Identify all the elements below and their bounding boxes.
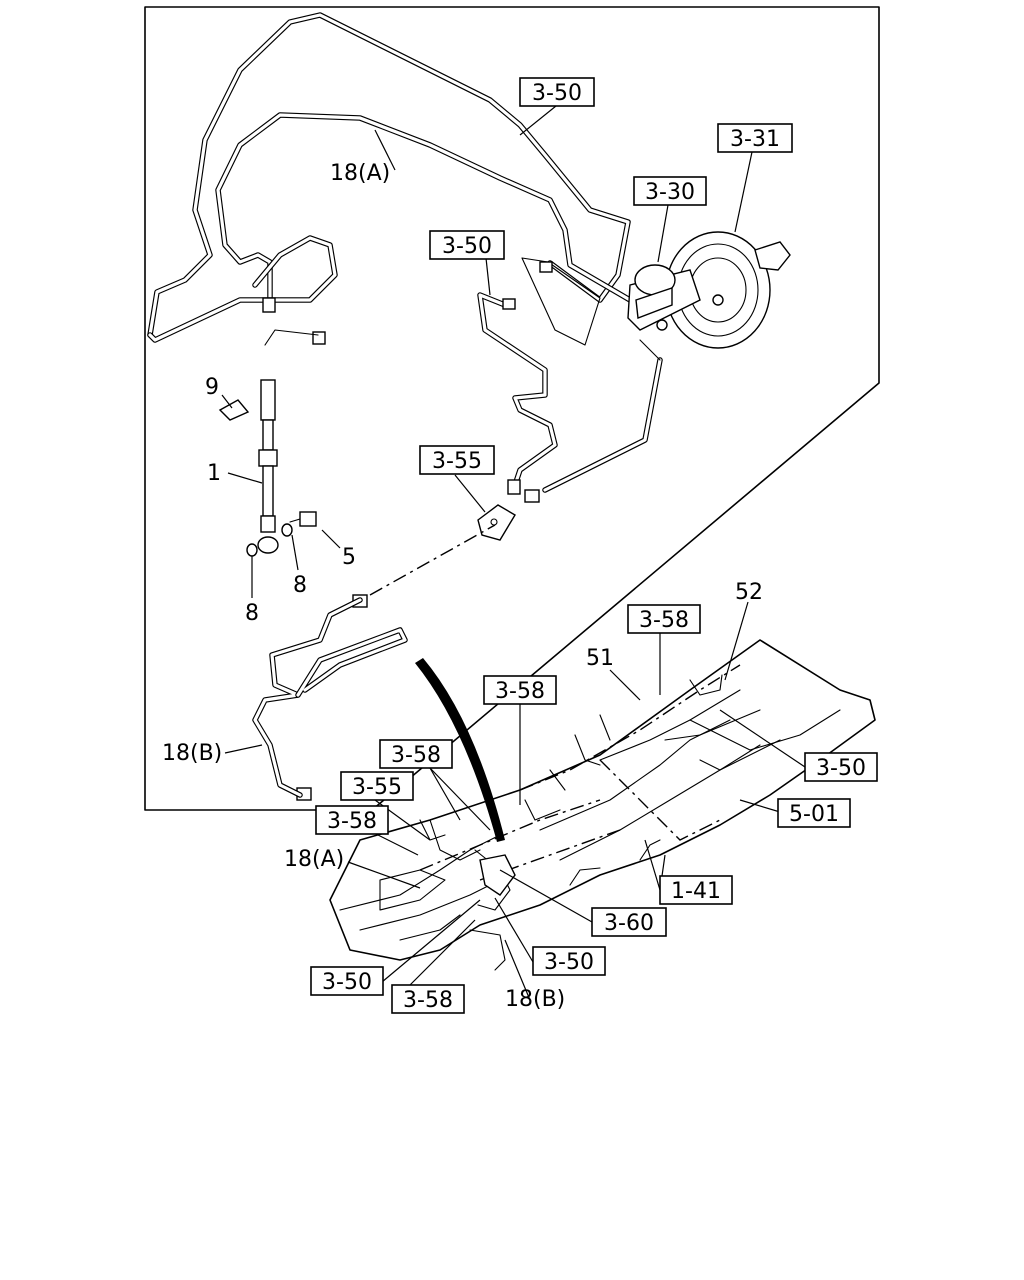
- brake-pipe-loop: [147, 235, 338, 343]
- svg-text:3-58: 3-58: [403, 988, 453, 1013]
- svg-text:3-60: 3-60: [604, 911, 654, 936]
- callout-3-58-frame-bottom: 3-58: [391, 984, 465, 1014]
- callout-3-50-left: 3-50: [429, 230, 505, 260]
- svg-text:3-50: 3-50: [544, 950, 594, 975]
- callout-3-58-frame-low: 3-58: [315, 805, 389, 835]
- brake-booster: [665, 231, 791, 349]
- callout-3-58-frame-mid: 3-58: [483, 675, 557, 705]
- label-8a: 8: [293, 573, 307, 598]
- flexible-hose: [257, 329, 319, 554]
- sweep-arc: [415, 658, 505, 842]
- brake-pipe-upper: [147, 12, 631, 338]
- dash-link: [369, 524, 496, 596]
- brake-pipe-18a: [215, 112, 633, 308]
- label-9: 9: [205, 375, 219, 400]
- washer-icon: [281, 523, 293, 537]
- label-18a-frame: 18(A): [284, 847, 344, 872]
- label-8b: 8: [245, 601, 259, 626]
- callout-3-50-frame-a: 3-50: [532, 946, 606, 976]
- label-52: 52: [735, 580, 763, 605]
- svg-text:3-50: 3-50: [442, 234, 492, 259]
- detail-panel-border: [144, 6, 880, 811]
- callout-3-55: 3-55: [419, 445, 495, 475]
- callout-3-50-frame-b: 3-50: [310, 966, 384, 996]
- callout-1-41: 1-41: [659, 875, 733, 905]
- svg-text:3-30: 3-30: [645, 180, 695, 205]
- callout-5-01: 5-01: [777, 798, 851, 828]
- svg-text:3-50: 3-50: [532, 81, 582, 106]
- master-cylinder: [521, 257, 701, 346]
- svg-text:3-55: 3-55: [352, 775, 402, 800]
- callout-3-58-frame-top: 3-58: [627, 604, 701, 634]
- svg-text:3-58: 3-58: [391, 743, 441, 768]
- callout-3-60: 3-60: [591, 907, 667, 937]
- svg-text:3-58: 3-58: [495, 679, 545, 704]
- callout-3-55-frame: 3-55: [340, 771, 414, 801]
- bolt-icon: [289, 511, 317, 527]
- svg-text:5-01: 5-01: [789, 802, 839, 827]
- label-18a: 18(A): [330, 161, 390, 186]
- brake-pipe-to-joint: [477, 292, 663, 493]
- label-18b-frame: 18(B): [505, 987, 565, 1012]
- washer-icon-2: [246, 543, 258, 557]
- svg-text:3-55: 3-55: [432, 449, 482, 474]
- label-5: 5: [342, 545, 356, 570]
- svg-text:3-50: 3-50: [322, 970, 372, 995]
- brake-pipe-18b: [252, 597, 408, 798]
- callout-3-50-frame-right: 3-50: [804, 752, 878, 782]
- label-51: 51: [586, 646, 614, 671]
- svg-text:3-58: 3-58: [639, 608, 689, 633]
- svg-text:3-58: 3-58: [327, 809, 377, 834]
- callout-3-58-frame-left: 3-58: [379, 739, 453, 769]
- svg-text:3-50: 3-50: [816, 756, 866, 781]
- svg-text:1-41: 1-41: [671, 879, 721, 904]
- callout-3-50-top: 3-50: [519, 77, 595, 107]
- clip-icon: [218, 399, 250, 421]
- label-1: 1: [207, 461, 221, 486]
- leader-lines: [221, 105, 806, 1001]
- callout-3-31: 3-31: [717, 123, 793, 153]
- svg-text:3-31: 3-31: [730, 127, 780, 152]
- label-18b: 18(B): [162, 741, 222, 766]
- callout-3-30: 3-30: [633, 176, 707, 206]
